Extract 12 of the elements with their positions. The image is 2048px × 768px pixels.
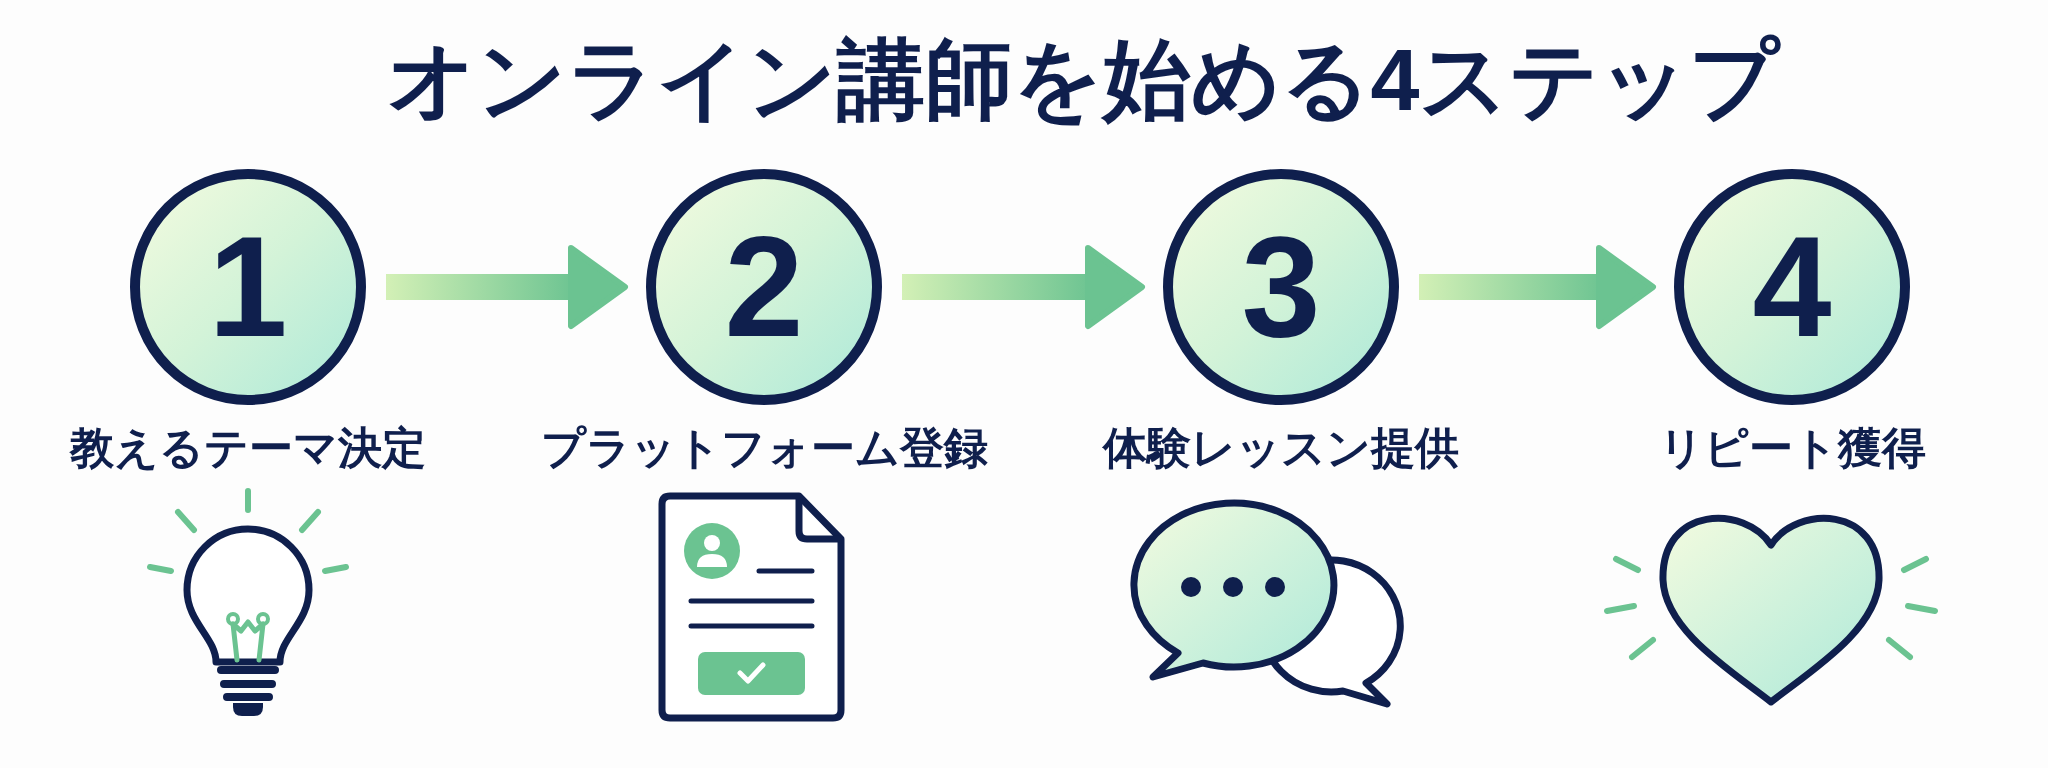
step-circle: 1 <box>130 169 366 405</box>
step-circle: 2 <box>646 169 882 405</box>
title: オンライン講師を始める4ステップ <box>386 32 1780 129</box>
step-circle: 4 <box>1674 169 1910 405</box>
step-label: リピート獲得 <box>1658 422 1926 474</box>
step-label: プラットフォーム登録 <box>540 422 988 474</box>
arrow <box>386 245 628 329</box>
arrow <box>902 245 1145 329</box>
step-label: 教えるテーマ決定 <box>70 422 426 474</box>
arrow <box>1419 245 1656 329</box>
step-label: 体験レッスン提供 <box>1103 422 1459 474</box>
step-circle: 3 <box>1163 169 1399 405</box>
